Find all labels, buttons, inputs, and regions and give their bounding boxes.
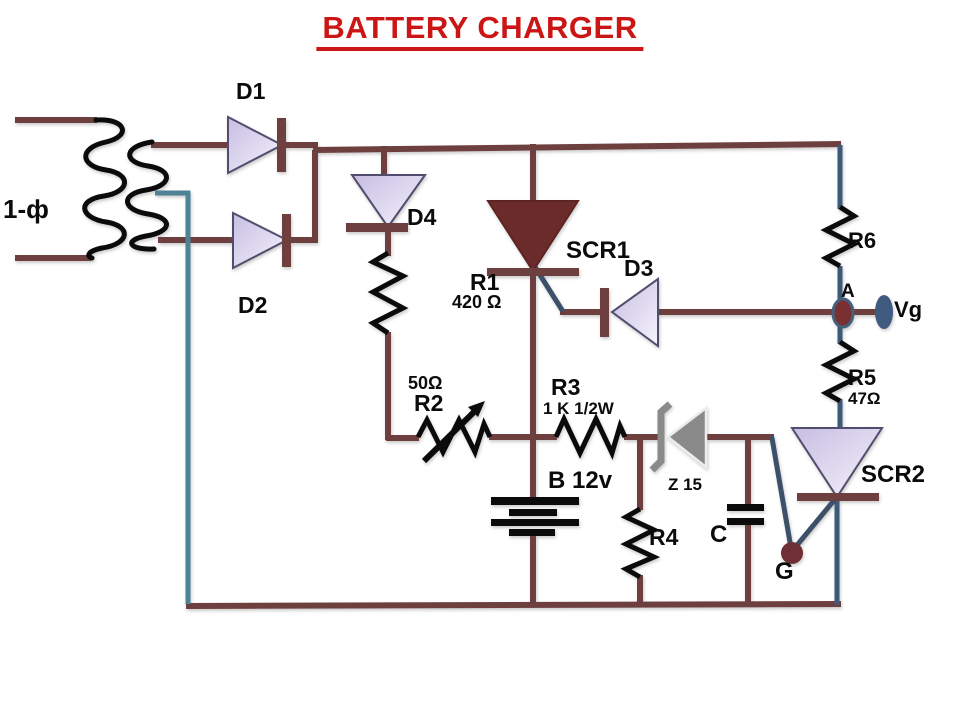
- r2-label: R2: [414, 390, 444, 416]
- zener-label: Z 15: [668, 475, 703, 494]
- r5-resistor: [820, 339, 860, 404]
- r2-resistor: [415, 414, 493, 459]
- g-node-label: G: [775, 558, 794, 585]
- secondary-coil: [125, 139, 169, 252]
- d4-diode: [346, 174, 427, 232]
- r2-value: 50Ω: [408, 373, 443, 393]
- scr1-thyristor: [486, 200, 580, 276]
- vg-label: Vg: [894, 297, 923, 322]
- brown-wires: [15, 117, 876, 609]
- scr1-label: SCR1: [566, 237, 631, 264]
- d3-diode: [600, 277, 659, 348]
- scr2-label: SCR2: [861, 461, 926, 488]
- primary-coil: [82, 117, 127, 261]
- d2-diode: [232, 211, 291, 270]
- d2-cathode-bar: [282, 214, 291, 267]
- r4-resistor: [620, 506, 661, 580]
- r3-resistor: [553, 412, 628, 461]
- d1-label: D1: [236, 78, 266, 104]
- a-node-label: A: [841, 281, 855, 302]
- node-g-dot: [781, 542, 803, 564]
- battery-symbol: [491, 497, 579, 536]
- r6-label: R6: [848, 228, 877, 253]
- page-title: BATTERY CHARGER: [316, 10, 644, 51]
- d2-label: D2: [238, 292, 268, 318]
- scr1-cathode-bar: [487, 268, 579, 276]
- g-to-scr2-gate-wire: [790, 495, 839, 553]
- transformer: [82, 117, 169, 261]
- zener-diode: [649, 401, 708, 473]
- d4-label: D4: [407, 204, 437, 230]
- d3-cathode-bar: [600, 288, 609, 337]
- teal-wires: [155, 190, 191, 604]
- battery-label: B 12v: [548, 467, 613, 494]
- bottom-bus-wire: [185, 601, 842, 609]
- r5-label: R5: [848, 365, 877, 390]
- resistors: [367, 204, 860, 580]
- r6-resistor: [820, 204, 860, 269]
- vg-terminal: [875, 295, 893, 329]
- r1-label: R1: [470, 269, 500, 295]
- zener-cathode-bar: [649, 401, 673, 473]
- node-a-dot: [831, 297, 855, 329]
- r1-value: 420 Ω: [452, 292, 502, 312]
- top-bus-wire: [312, 141, 842, 153]
- capacitor-symbol: [727, 504, 764, 525]
- r3-value: 1 K 1/2W: [543, 399, 614, 418]
- r2-wiper-arrow: [421, 401, 485, 464]
- d1-cathode-bar: [277, 118, 286, 172]
- capacitor-label: C: [710, 521, 728, 548]
- d1-diode: [227, 115, 286, 175]
- scr2-cathode-bar: [797, 493, 879, 501]
- scr2-thyristor: [790, 427, 884, 501]
- trigger-to-g-wire: [769, 435, 794, 551]
- r1-resistor: [367, 250, 409, 336]
- r4-label: R4: [649, 524, 679, 550]
- d3-label: D3: [624, 255, 654, 281]
- d4-cathode-bar: [346, 223, 408, 232]
- r3-label: R3: [551, 374, 581, 400]
- blue-wires: [834, 145, 843, 605]
- phase-label: 1-ф: [3, 194, 49, 224]
- r5-value: 47Ω: [848, 389, 881, 408]
